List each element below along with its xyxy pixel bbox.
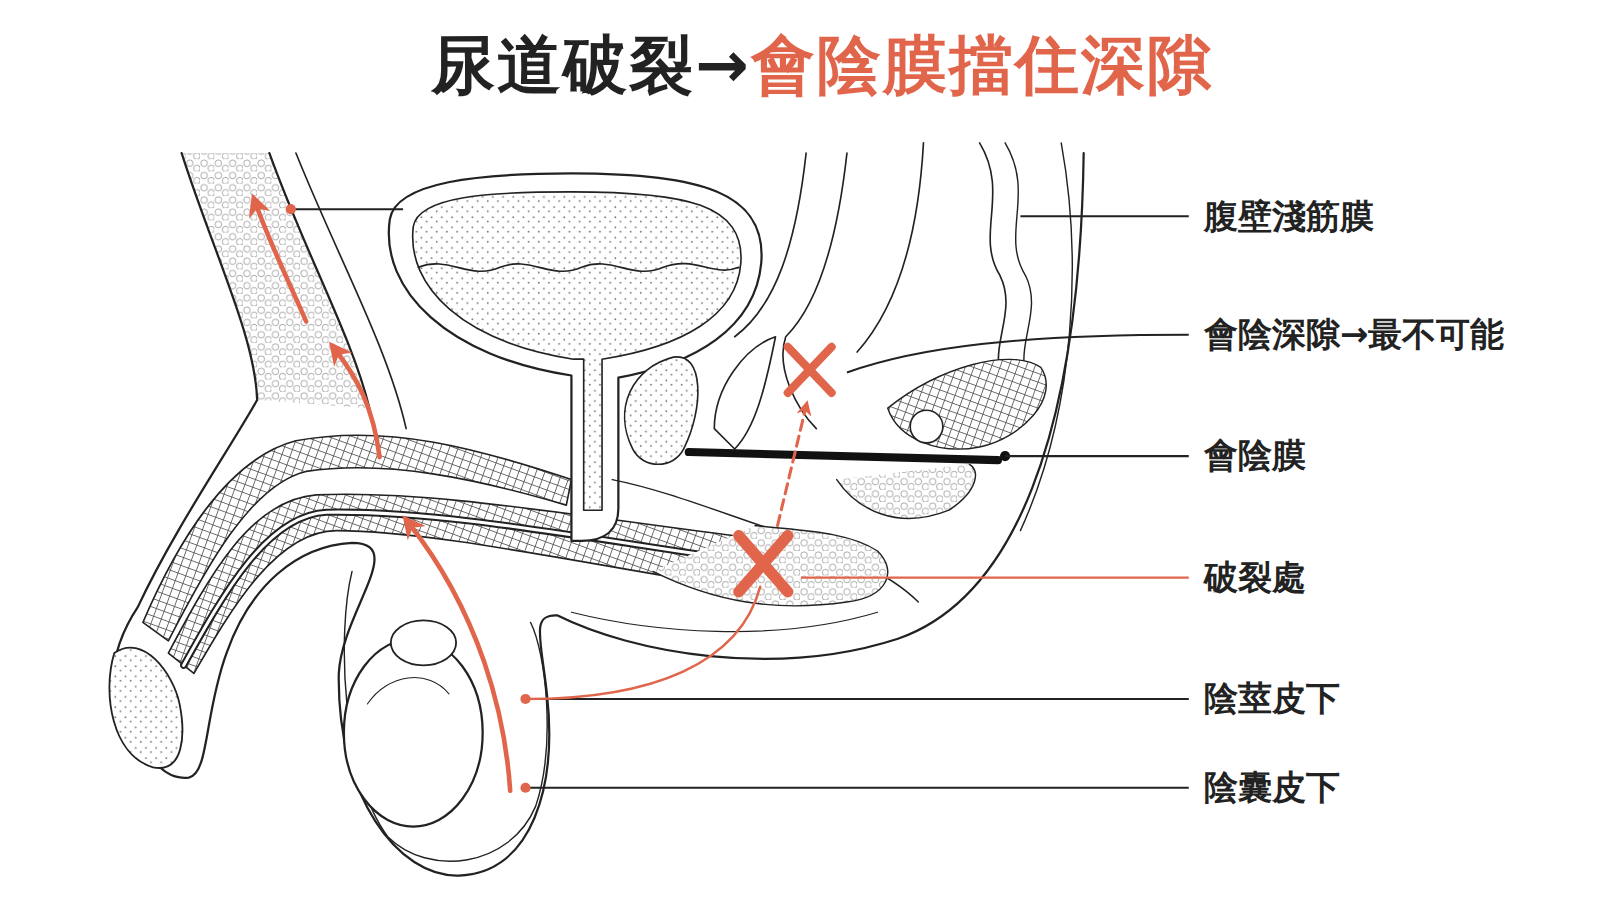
rupture-label: 破裂處 bbox=[1204, 559, 1306, 596]
diagram-title: 尿道破裂→會陰膜擋住深隙 bbox=[431, 30, 1213, 100]
deep-pouch-label: 會陰深隙→最不可能 bbox=[1204, 316, 1505, 353]
scrotal-label: 陰囊皮下 bbox=[1204, 769, 1340, 806]
penile-label: 陰莖皮下 bbox=[1204, 680, 1340, 717]
fascia-label: 腹壁淺筋膜 bbox=[1204, 198, 1374, 235]
membrane-label: 會陰膜 bbox=[1204, 437, 1306, 474]
